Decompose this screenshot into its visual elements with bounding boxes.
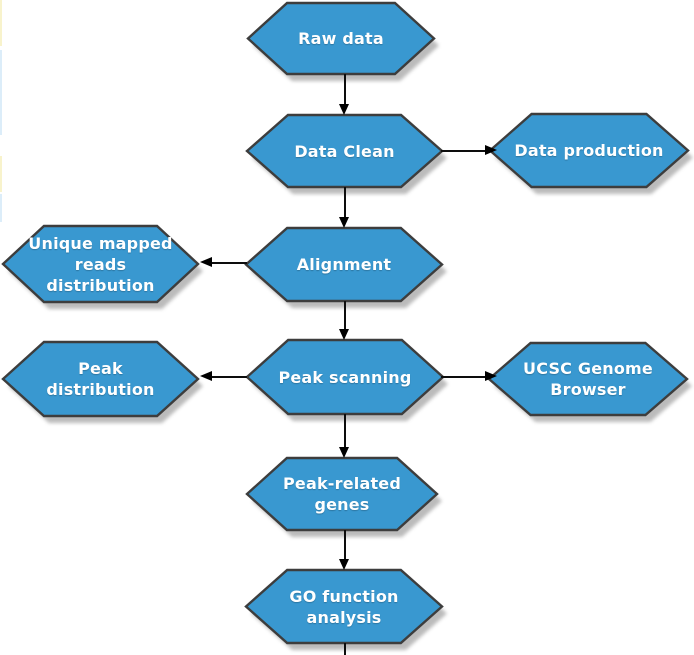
hexagon-shape — [247, 458, 437, 530]
arrow-down-icon — [339, 329, 349, 340]
node-label: Raw data — [298, 29, 384, 48]
connector-raw-to-clean — [344, 74, 346, 105]
hexagon-shape — [489, 343, 687, 415]
node-peak-related-genes: Peak-related genes — [247, 458, 442, 537]
node-alignment: Alignment — [246, 228, 447, 308]
connector-genes-to-go — [344, 530, 346, 560]
node-label: GO function analysis — [289, 586, 399, 627]
node-ucsc-genome-browser: UCSC Genome Browser — [489, 343, 692, 422]
connector-clean-to-production — [441, 150, 486, 152]
hexagon-shape — [3, 226, 198, 302]
hexagon-shape — [248, 3, 434, 74]
node-label: Data production — [514, 141, 664, 160]
arrow-left-icon — [200, 257, 212, 267]
node-go-function-analysis: GO function analysis — [246, 570, 447, 650]
node-unique-mapped-reads-distribution: Unique mapped reads distribution — [3, 226, 203, 309]
node-label: Unique mapped reads distribution — [28, 233, 173, 295]
node-peak-scanning: Peak scanning — [247, 340, 448, 421]
hexagon-shape — [246, 570, 442, 643]
arrow-left-icon — [200, 371, 212, 381]
left-edge-artifact — [0, 194, 2, 222]
arrow-right-icon — [485, 371, 497, 381]
connector-stub-bottom — [344, 643, 346, 655]
connector-clean-to-alignment — [344, 187, 346, 218]
connector-scanning-to-ucsc — [441, 376, 486, 378]
node-label: Peak distribution — [46, 359, 155, 399]
connector-scanning-to-distribution — [212, 376, 247, 378]
connector-alignment-to-scanning — [344, 301, 346, 330]
hexagon-shape — [490, 114, 688, 187]
arrow-down-icon — [339, 217, 349, 228]
node-data-production: Data production — [490, 114, 693, 194]
left-edge-artifact — [0, 50, 2, 135]
left-edge-artifact — [0, 156, 2, 192]
left-edge-artifact — [0, 0, 2, 46]
node-label: Peak-related genes — [282, 474, 402, 514]
arrow-right-icon — [485, 145, 497, 155]
node-label: UCSC Genome Browser — [523, 359, 653, 399]
node-data-clean: Data Clean — [247, 115, 447, 194]
arrow-down-icon — [339, 104, 349, 115]
hexagon-shape — [246, 228, 442, 301]
node-label: Alignment — [296, 255, 392, 274]
node-peak-distribution: Peak distribution — [3, 342, 203, 423]
node-label: Peak scanning — [278, 367, 412, 387]
connector-alignment-to-unique — [212, 262, 247, 264]
arrow-down-icon — [339, 447, 349, 458]
connector-scanning-to-genes — [344, 414, 346, 448]
node-label: Data Clean — [294, 141, 395, 161]
node-raw-data: Raw data — [248, 3, 439, 81]
arrow-down-icon — [339, 559, 349, 570]
hexagon-shape — [3, 342, 198, 416]
